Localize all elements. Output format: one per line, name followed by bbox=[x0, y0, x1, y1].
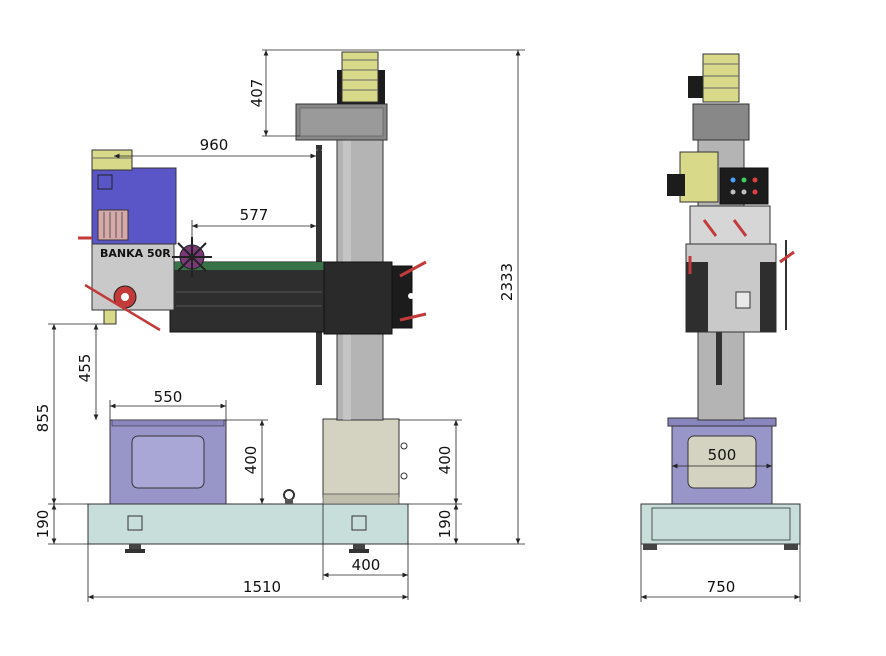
arm-carriage bbox=[323, 261, 393, 335]
dim-400-table: 400 bbox=[242, 446, 260, 475]
dim-400-column: 400 bbox=[436, 446, 454, 475]
dim-550: 550 bbox=[154, 388, 183, 406]
head-motor bbox=[91, 149, 133, 171]
handwheel bbox=[172, 237, 212, 277]
front-top-motor bbox=[702, 53, 740, 103]
front-base bbox=[640, 503, 801, 545]
base-plate bbox=[87, 503, 409, 545]
dim-1510: 1510 bbox=[243, 578, 281, 596]
spindle bbox=[103, 309, 117, 325]
control-panel bbox=[719, 167, 769, 205]
foot bbox=[353, 544, 365, 550]
dim-407: 407 bbox=[248, 79, 266, 108]
dim-855: 855 bbox=[34, 404, 52, 433]
lifting-eye bbox=[283, 489, 295, 501]
dim-190-right: 190 bbox=[436, 510, 454, 539]
side-view: BANKA 50R bbox=[78, 51, 427, 553]
dim-2333: 2333 bbox=[498, 263, 516, 301]
column-base bbox=[322, 418, 400, 498]
front-head-motor bbox=[679, 151, 719, 203]
foot bbox=[129, 544, 141, 550]
dim-455: 455 bbox=[76, 354, 94, 383]
dim-400-bottom: 400 bbox=[352, 556, 381, 574]
dimension-labels: 407 960 577 2333 455 855 550 400 400 190… bbox=[34, 79, 736, 596]
dimension-lines bbox=[48, 49, 801, 602]
front-top-housing bbox=[692, 103, 750, 141]
front-view bbox=[640, 53, 801, 550]
dim-750: 750 bbox=[707, 578, 736, 596]
dim-190-left: 190 bbox=[34, 510, 52, 539]
dim-577: 577 bbox=[240, 206, 269, 224]
dim-500: 500 bbox=[708, 446, 737, 464]
radial-arm bbox=[169, 261, 329, 333]
brand-label: BANKA 50R bbox=[100, 247, 171, 260]
dim-960: 960 bbox=[200, 136, 229, 154]
